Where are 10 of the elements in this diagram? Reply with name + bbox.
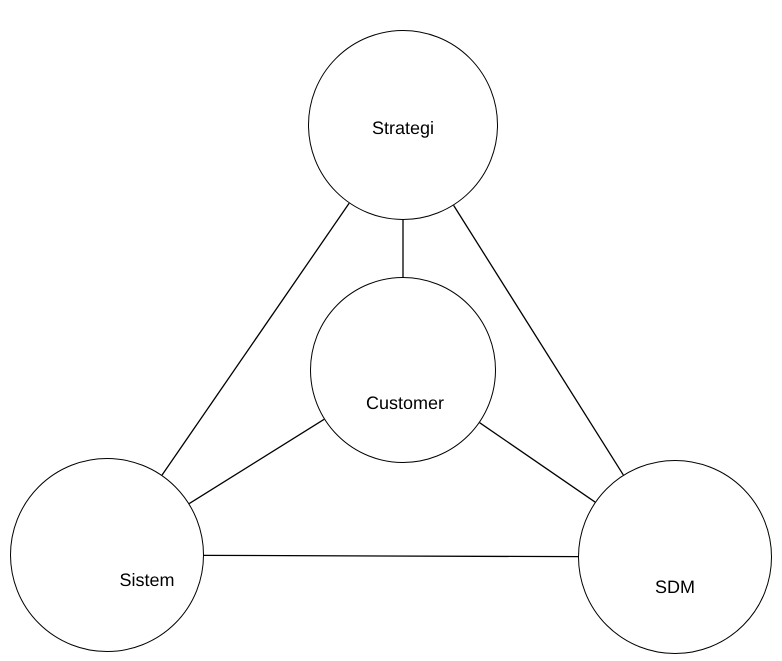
node-label: SDM [655,576,695,598]
node-label: Sistem [119,568,174,592]
connector-line [479,422,596,503]
connector-line [453,205,624,476]
node-label: Customer [366,392,444,414]
connector-line [188,418,324,504]
connector-line [204,554,578,558]
node-label: Strategi [372,116,434,140]
connector-line [161,202,350,476]
connector-line [402,220,404,277]
